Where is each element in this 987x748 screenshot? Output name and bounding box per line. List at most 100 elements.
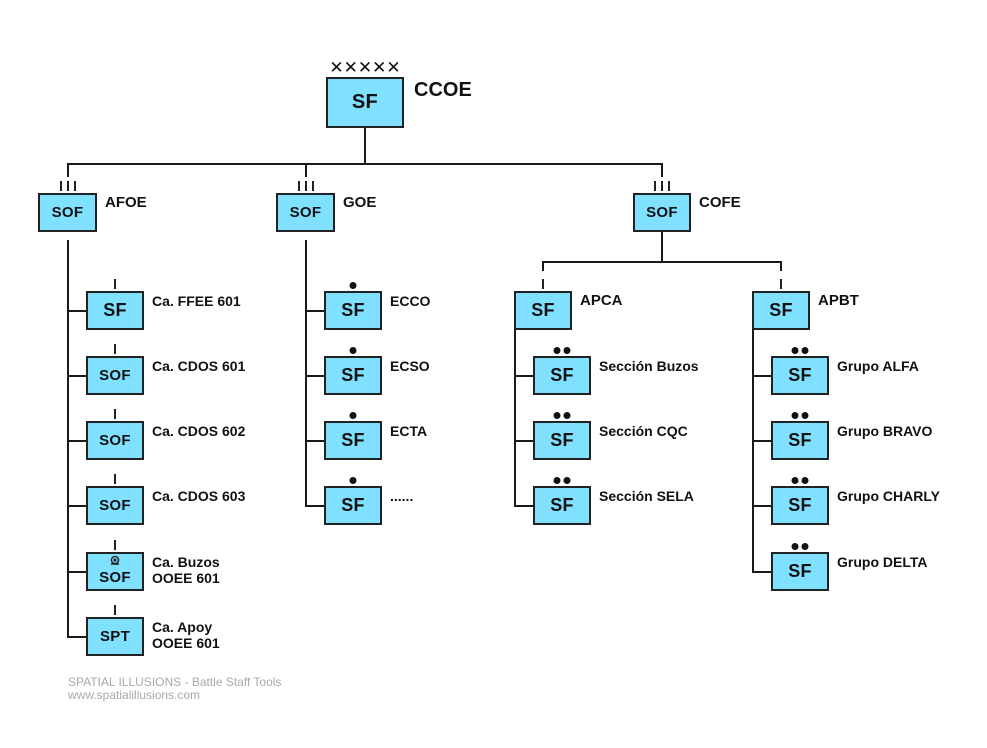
unit-label-ecso: ECSO (390, 358, 430, 374)
footer: SPATIAL ILLUSIONS - Battle Staff Tools w… (68, 676, 281, 702)
unit-label-grp-charly: Grupo CHARLY (837, 488, 940, 504)
echelon-dot (801, 347, 809, 354)
unit-label-apbt: APBT (818, 292, 859, 309)
unit-type-sec-buzos: SF (550, 365, 574, 385)
echelon-marker-grp-bravo (791, 408, 809, 420)
footer-credit: SPATIAL ILLUSIONS - Battle Staff Tools (68, 675, 282, 689)
connector-cofe-bar (542, 261, 782, 263)
unit-symbol-sec-sela[interactable]: SF (533, 486, 591, 525)
echelon-bar (114, 540, 116, 550)
unit-symbol-cofe[interactable]: SOF (633, 193, 691, 232)
echelon-bar (668, 181, 670, 191)
echelon-marker-sec-sela (553, 473, 571, 485)
unit-type-ecso: SF (341, 365, 365, 385)
unit-symbol-apbt[interactable]: SF (752, 291, 810, 330)
unit-type-afoe: SOF (51, 204, 84, 221)
unit-type-grp-delta: SF (788, 561, 812, 581)
unit-label-cdos603: Ca. CDOS 603 (152, 488, 246, 504)
connector-ecso (305, 375, 324, 377)
unit-symbol-grp-delta[interactable]: SF (771, 552, 829, 591)
diver-helmet-icon (110, 555, 120, 565)
connector-apbt-up (780, 261, 782, 271)
connector-afoe-spine (67, 240, 69, 637)
unit-symbol-sec-buzos[interactable]: SF (533, 356, 591, 395)
unit-label-cdos602: Ca. CDOS 602 (152, 423, 246, 439)
echelon-dot (801, 412, 809, 419)
echelon-marker-apoy601 (114, 603, 116, 615)
unit-symbol-sec-cqc[interactable]: SF (533, 421, 591, 460)
unit-symbol-ecco[interactable]: SF (324, 291, 382, 330)
unit-label-buzos601: Ca. Buzos OOEE 601 (152, 554, 220, 586)
echelon-marker-apca (542, 277, 544, 289)
echelon-bar (114, 279, 116, 289)
echelon-dot (349, 477, 357, 484)
echelon-bar (661, 181, 663, 191)
unit-symbol-buzos601[interactable]: SOF (86, 552, 144, 591)
unit-symbol-ecso[interactable]: SF (324, 356, 382, 395)
unit-label-goe-more: ...... (390, 488, 414, 504)
unit-type-ecta: SF (341, 430, 365, 450)
unit-symbol-grp-bravo[interactable]: SF (771, 421, 829, 460)
echelon-dot (553, 412, 561, 419)
unit-symbol-ecta[interactable]: SF (324, 421, 382, 460)
unit-symbol-goe-more[interactable]: SF (324, 486, 382, 525)
unit-symbol-cdos601[interactable]: SOF (86, 356, 144, 395)
echelon-dot (791, 477, 799, 484)
echelon-bar (542, 279, 544, 289)
unit-symbol-ffee601[interactable]: SF (86, 291, 144, 330)
unit-type-cofe: SOF (646, 204, 678, 221)
connector-goe-spine (305, 240, 307, 507)
unit-type-buzos601: SOF (99, 569, 131, 586)
connector-grp-charly (752, 505, 771, 507)
connector-sec-cqc (514, 440, 533, 442)
unit-label-cofe: COFE (699, 194, 741, 211)
echelon-dot (349, 412, 357, 419)
echelon-dot (801, 477, 809, 484)
unit-symbol-ccoe[interactable]: SF (326, 77, 404, 128)
connector-apoy601 (67, 636, 86, 638)
echelon-dot (553, 347, 561, 354)
unit-type-sec-sela: SF (550, 495, 574, 515)
unit-symbol-grp-alfa[interactable]: SF (771, 356, 829, 395)
echelon-bar (114, 409, 116, 419)
unit-symbol-grp-charly[interactable]: SF (771, 486, 829, 525)
echelon-marker-cofe (654, 179, 670, 191)
echelon-bar (114, 344, 116, 354)
unit-type-apoy601: SPT (99, 628, 131, 645)
unit-symbol-cdos602[interactable]: SOF (86, 421, 144, 460)
echelon-bar (311, 181, 314, 191)
connector-ffee601 (67, 310, 86, 312)
unit-label-afoe: AFOE (105, 194, 147, 211)
connector-cdos602 (67, 440, 86, 442)
unit-symbol-apoy601[interactable]: SPT (86, 617, 144, 656)
echelon-marker-ccoe: ✕✕✕✕✕ (329, 59, 400, 76)
echelon-marker-ecco (349, 278, 357, 290)
echelon-marker-apbt (780, 277, 782, 289)
unit-type-cdos601: SOF (99, 367, 131, 384)
connector-level1-bar (67, 163, 663, 165)
echelon-bar (654, 181, 656, 191)
connector-ecco (305, 310, 324, 312)
connector-afoe-up (67, 163, 69, 177)
unit-label-apoy601: Ca. Apoy OOEE 601 (152, 619, 220, 651)
echelon-marker-buzos601 (114, 538, 116, 550)
connector-root-down (364, 128, 366, 163)
unit-symbol-cdos603[interactable]: SOF (86, 486, 144, 525)
unit-symbol-afoe[interactable]: SOF (38, 193, 97, 232)
unit-label-grp-alfa: Grupo ALFA (837, 358, 919, 374)
unit-label-sec-sela: Sección SELA (599, 488, 694, 504)
echelon-marker-cdos603 (114, 472, 116, 484)
unit-type-cdos603: SOF (99, 497, 131, 514)
unit-symbol-apca[interactable]: SF (514, 291, 572, 330)
connector-goe-more (305, 505, 324, 507)
echelon-marker-sec-buzos (553, 343, 571, 355)
connector-grp-delta (752, 571, 771, 573)
unit-label-grp-bravo: Grupo BRAVO (837, 423, 933, 439)
unit-type-cdos602: SOF (99, 432, 131, 449)
echelon-dot (553, 477, 561, 484)
unit-type-goe: SOF (289, 204, 322, 221)
echelon-marker-sec-cqc (553, 408, 571, 420)
unit-symbol-goe[interactable]: SOF (276, 193, 335, 232)
unit-label-ecco: ECCO (390, 293, 431, 309)
connector-cofe-up (661, 163, 663, 177)
